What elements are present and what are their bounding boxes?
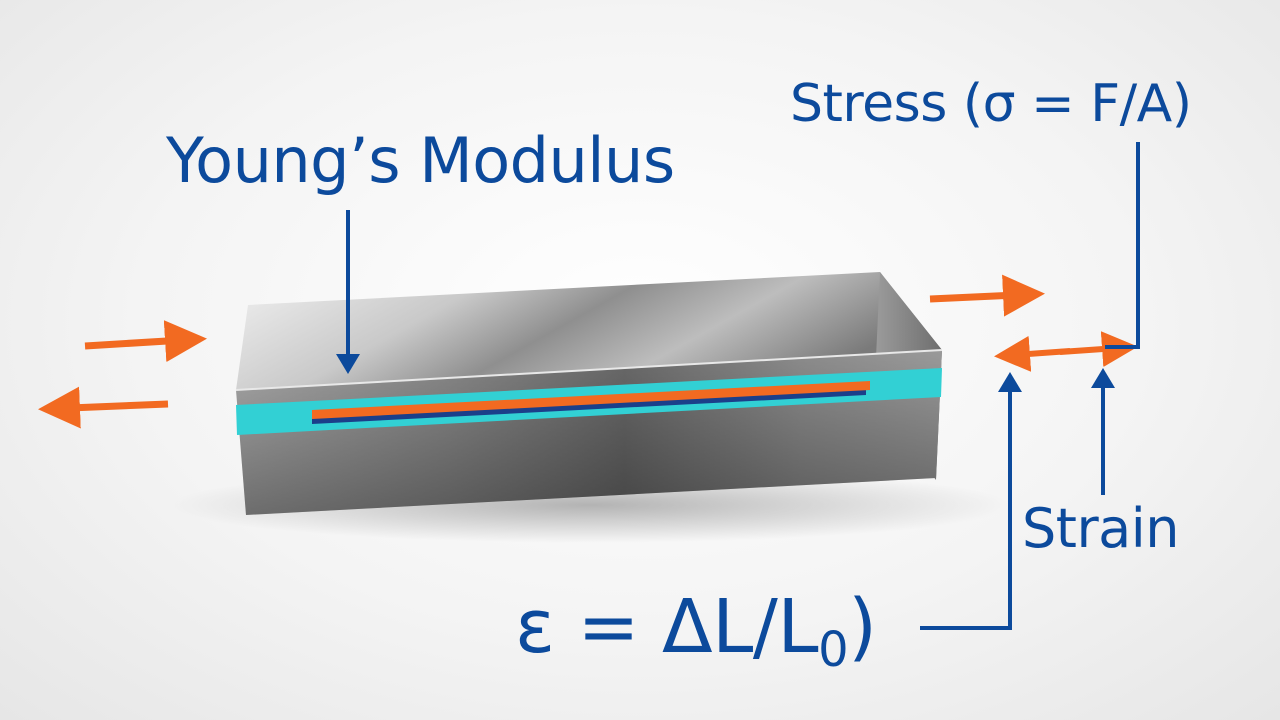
strain-formula-label: ε = ΔL/L0) xyxy=(515,590,877,674)
force-arrow-left-in xyxy=(84,320,207,363)
metal-bar xyxy=(235,272,943,515)
stress-label: Stress (σ = F/A) xyxy=(790,74,1192,134)
force-arrow-left-out xyxy=(38,386,169,429)
fiber-orange-line xyxy=(312,381,870,419)
strain-label: Strain xyxy=(1022,497,1179,560)
strain-formula-subscript: 0 xyxy=(818,622,849,678)
force-arrow-right-out xyxy=(929,274,1045,317)
stress-pointer xyxy=(1105,142,1140,349)
strain-formula-pointer xyxy=(920,372,1022,630)
strain-formula-main: ε = ΔL/L xyxy=(515,584,819,670)
bar-top-face xyxy=(236,272,942,390)
strain-formula-close: ) xyxy=(848,584,877,670)
youngs-modulus-label: Young’s Modulus xyxy=(166,124,675,197)
